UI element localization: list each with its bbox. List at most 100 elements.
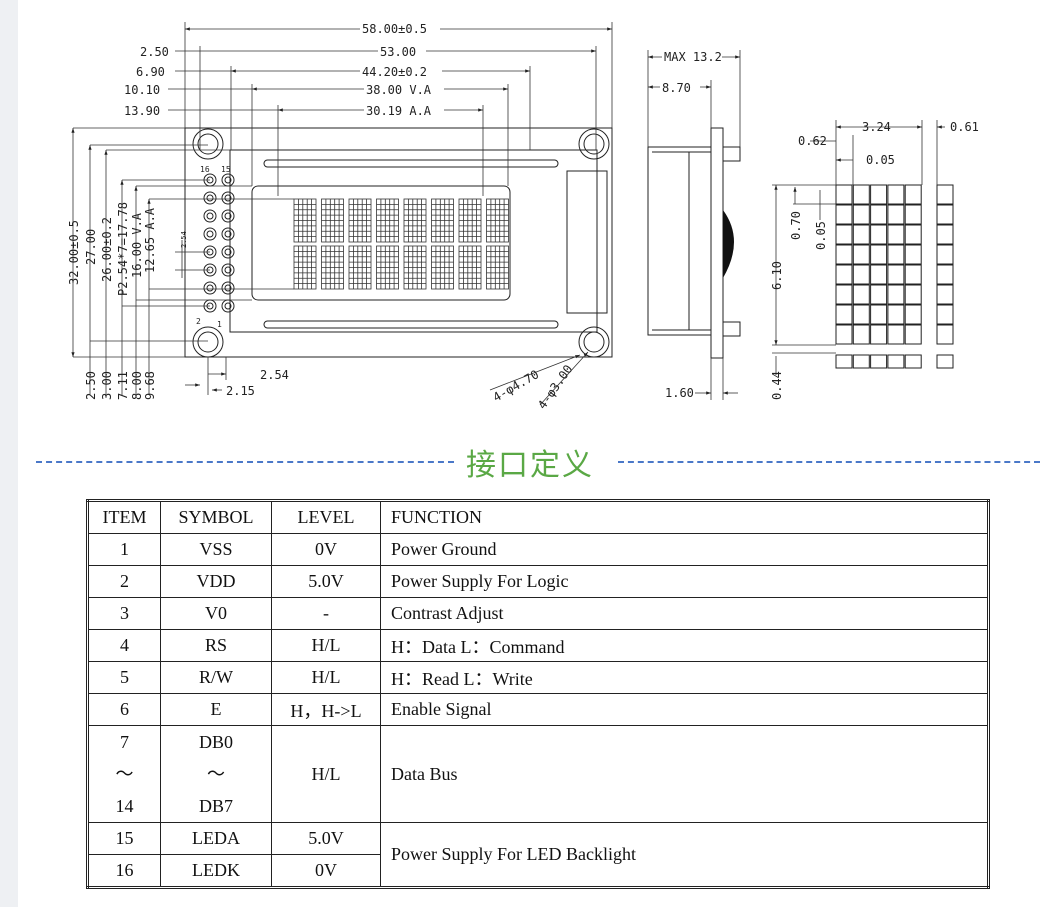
cell-level: H/L (271, 661, 381, 694)
cell-item: 3 (87, 597, 161, 630)
cell-function: H：Data L：Command (380, 629, 989, 662)
char-cell (403, 245, 427, 290)
svg-text:0.44: 0.44 (770, 371, 784, 400)
svg-text:2.54: 2.54 (260, 368, 289, 382)
section-title: 接口定义 (466, 448, 594, 483)
dot (852, 204, 870, 225)
bus-symbol: DB0～DB7 (160, 725, 272, 823)
svg-text:8.70: 8.70 (662, 81, 691, 95)
svg-text:58.00±0.5: 58.00±0.5 (362, 22, 427, 36)
pin (221, 245, 235, 259)
svg-text:10.10: 10.10 (124, 83, 160, 97)
cursor-dot (835, 354, 853, 369)
svg-text:6.90: 6.90 (136, 65, 165, 79)
pin (203, 191, 217, 205)
pin (221, 191, 235, 205)
dot (835, 264, 853, 285)
dot (904, 264, 922, 285)
section-heading: 接口定义 (18, 440, 1047, 484)
char-cell (293, 245, 317, 290)
dot (936, 324, 954, 345)
char-cell (486, 245, 509, 290)
svg-text:32.00±0.5: 32.00±0.5 (67, 220, 81, 285)
dot (936, 304, 954, 325)
dot (835, 244, 853, 265)
dot (904, 204, 922, 225)
cell-item: 5 (87, 661, 161, 694)
svg-text:2.50: 2.50 (140, 45, 169, 59)
svg-text:4-φ4.70: 4-φ4.70 (491, 367, 542, 404)
pin (221, 263, 235, 277)
dot (904, 224, 922, 245)
dot (904, 324, 922, 345)
svg-text:2: 2 (196, 317, 201, 326)
svg-text:12.65 A.A: 12.65 A.A (143, 207, 157, 273)
pin (221, 209, 235, 223)
char-cell (458, 245, 482, 290)
cell-item: 15 (87, 822, 161, 855)
char-cell (431, 198, 454, 243)
top-dimension-labels: 58.00±0.5 53.00 44.20±0.2 38.00 V.A 30.1… (124, 21, 444, 118)
cell-symbol: V0 (160, 597, 272, 630)
svg-text:3.00: 3.00 (100, 371, 114, 400)
col-level: LEVEL (271, 500, 381, 534)
char-cell (348, 245, 372, 290)
pin (203, 209, 217, 223)
svg-text:26.00±0.2: 26.00±0.2 (100, 217, 114, 282)
svg-text:P2.54*7=17.78: P2.54*7=17.78 (116, 202, 130, 296)
svg-text:15: 15 (221, 165, 231, 174)
svg-text:2.15: 2.15 (226, 384, 255, 398)
cell-function: Enable Signal (380, 693, 989, 726)
cursor-dot (904, 354, 922, 369)
dot (835, 204, 853, 225)
dot (870, 264, 888, 285)
dashed-divider-left (36, 461, 454, 463)
dot (870, 244, 888, 265)
svg-text:44.20±0.2: 44.20±0.2 (362, 65, 427, 79)
pin (203, 281, 217, 295)
cell-item: 6 (87, 693, 161, 726)
dot (936, 264, 954, 285)
char-cell (486, 198, 509, 243)
svg-text:7.11: 7.11 (116, 371, 130, 400)
svg-text:MAX 13.2: MAX 13.2 (664, 50, 722, 64)
dot (904, 184, 922, 205)
svg-text:13.90: 13.90 (124, 104, 160, 118)
side-view: MAX 13.2 8.70 1.60 (647, 50, 741, 400)
cell-level: H/L (271, 629, 381, 662)
svg-text:27.00: 27.00 (84, 229, 98, 265)
svg-text:4-φ3.00: 4-φ3.00 (535, 362, 575, 411)
dot (835, 224, 853, 245)
dot (936, 244, 954, 265)
dot-matrix-detail (835, 184, 954, 369)
dot (904, 284, 922, 305)
svg-text:0.05: 0.05 (866, 153, 895, 167)
dot (936, 224, 954, 245)
dot (852, 304, 870, 325)
dot (887, 264, 905, 285)
dot (887, 204, 905, 225)
mounting-holes (192, 128, 610, 358)
bus-function: Data Bus (380, 725, 989, 823)
char-cell (403, 198, 427, 243)
cell-level: 0V (271, 533, 381, 566)
cursor-dot (870, 354, 888, 369)
dot (852, 284, 870, 305)
pcb-outline (184, 127, 613, 358)
svg-text:30.19 A.A: 30.19 A.A (366, 104, 432, 118)
char-cell (293, 198, 317, 243)
svg-text:1.60: 1.60 (665, 386, 694, 400)
svg-text:0.05: 0.05 (814, 221, 828, 250)
pin (221, 281, 235, 295)
bezel (229, 149, 598, 333)
cell-function: Power Supply For LED Backlight (380, 822, 989, 888)
pin (221, 299, 235, 313)
cell-symbol: R/W (160, 661, 272, 694)
cursor-dot (852, 354, 870, 369)
cell-function: Contrast Adjust (380, 597, 989, 630)
dot (835, 324, 853, 345)
